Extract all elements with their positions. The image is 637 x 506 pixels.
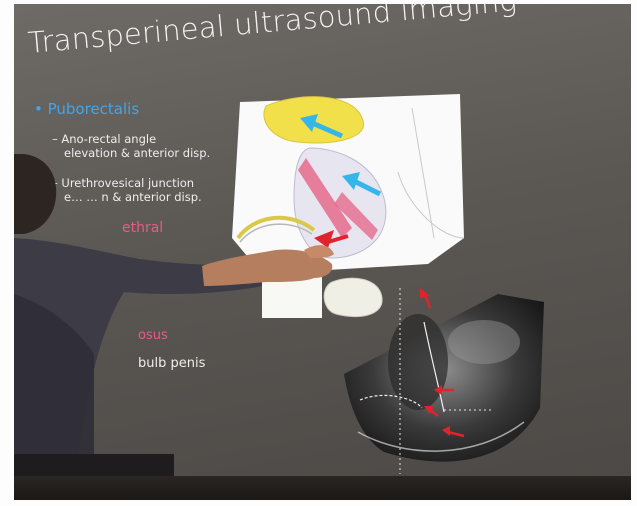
bullet-anorectal-line1: – Ano-rectal angle [52,132,210,146]
ultrasound-image [344,282,544,474]
red-arrow-icon [420,288,430,308]
slide-title: Transperineal ultrasound imaging [27,4,519,60]
tissue-echo [448,320,520,364]
presenter-head [14,154,56,234]
photo-frame: Transperineal ultrasound imaging • Pubor… [14,4,631,500]
presenter-silhouette [14,154,344,500]
screen-bottom-edge [14,476,631,500]
bladder-dark-area [388,314,448,410]
bullet-puborectalis: • Puborectalis [34,100,139,118]
